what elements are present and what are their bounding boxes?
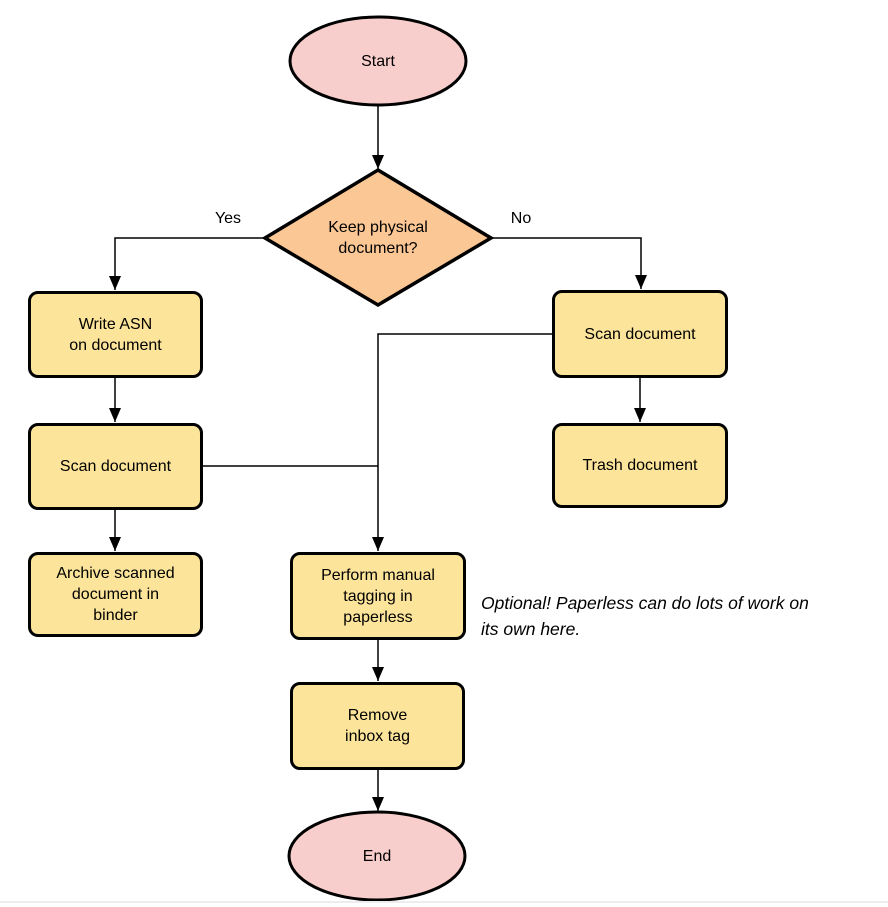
end-node-shape [287,810,467,902]
decision-node-shape [261,167,495,308]
start-node-shape [288,15,468,107]
process-trash-document: Trash document [552,423,728,508]
end-node-label: End [362,847,392,865]
bottom-divider [0,901,888,903]
process-scan-document-left: Scan document [28,423,203,510]
decision-node-label: Keep physical document? [328,218,428,257]
process-scan-document-right: Scan document [552,290,728,378]
process-archive-in-binder: Archive scanned document in binder [28,552,203,637]
edge-decision-yes [109,237,265,290]
process-remove-inbox-tag: Remove inbox tag [290,682,465,770]
edge-decision-no [491,237,647,289]
process-manual-tagging: Perform manual tagging in paperless [290,552,466,640]
edge-label-no: No [510,210,532,227]
process-write-asn: Write ASN on document [28,291,203,378]
optional-annotation-text: Optional! Paperless can do lots of work … [481,593,809,639]
edge-scanright-to-tagging [372,333,552,551]
start-node-label: Start [361,52,395,70]
edge-label-yes: Yes [214,210,242,227]
